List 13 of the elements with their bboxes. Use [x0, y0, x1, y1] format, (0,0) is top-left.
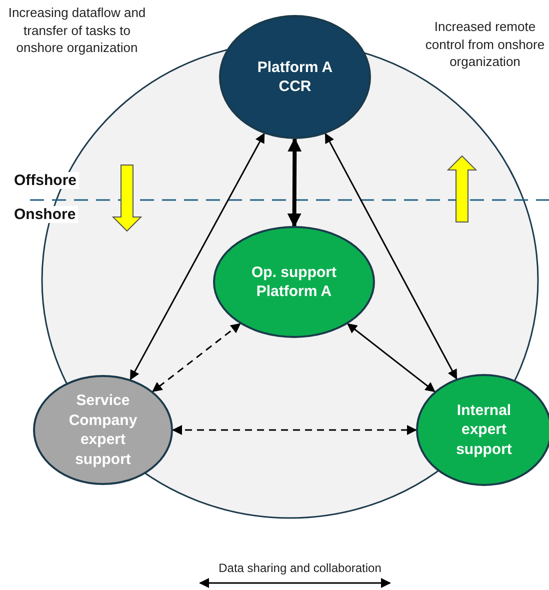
arrow [130, 132, 265, 380]
annotation-text: Increasing dataflow and transfer of tasks to onshore organization [7, 4, 147, 57]
ellipse-node: Internal expert support [416, 374, 549, 486]
ellipse-node: Service Company expert support [33, 375, 173, 485]
arrow [324, 132, 458, 380]
annotation-text: Increased remote control from onshore organization [424, 18, 546, 71]
arrow [152, 323, 241, 392]
region-label: Onshore [12, 206, 78, 223]
arrow [287, 138, 302, 228]
region-label: Offshore [12, 172, 79, 189]
arrow [172, 425, 417, 435]
arrow [346, 323, 436, 392]
legend-text: Data sharing and collaboration [218, 560, 382, 576]
